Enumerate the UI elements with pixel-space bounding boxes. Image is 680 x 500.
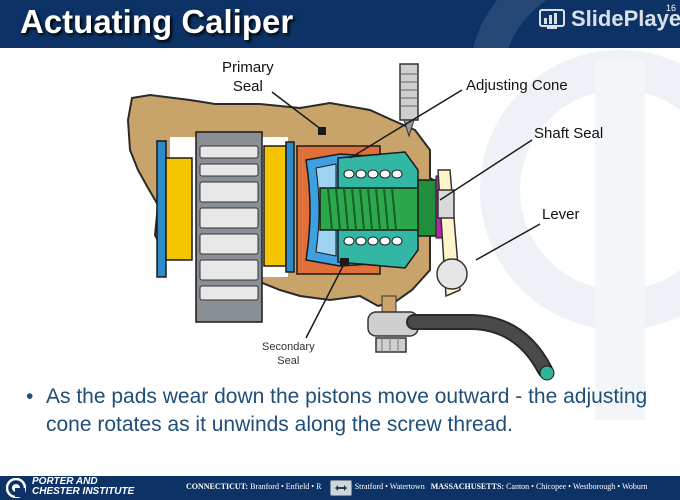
shaft-end — [417, 179, 439, 237]
slide-number: 16 — [665, 3, 676, 13]
connecticut-locations-a: Branford • Enfield • R — [250, 482, 322, 491]
company-name: PORTER AND CHESTER INSTITUTE — [32, 476, 135, 497]
massachusetts-label: MASSACHUSETTS: — [430, 482, 505, 491]
adjusting-cone-leader — [349, 89, 463, 159]
resize-icon[interactable] — [330, 480, 352, 496]
secondary-seal-label: Secondary Seal — [262, 341, 315, 367]
shaft-seal-label: Shaft Seal — [534, 125, 604, 142]
slide-title: Actuating Caliper — [20, 3, 294, 40]
right-brake-pad-backplate — [285, 141, 295, 273]
massachusetts-locations: Canton • Chicopee • Westborough • Woburn — [506, 482, 648, 491]
left-brake-pad — [165, 157, 193, 261]
primary-seal-label: Primary Seal — [222, 59, 274, 95]
caliper-diagram — [126, 63, 555, 381]
title-bar: Actuating Caliper SlidePlayer 16 — [0, 0, 680, 48]
connecticut-label: CONNECTICUT: — [186, 482, 249, 491]
connecticut-locations-b: ll • Stratford • Watertown — [343, 482, 425, 491]
shaft-seal-leader — [439, 139, 533, 201]
lever-bolt — [437, 189, 455, 219]
lever-label: Lever — [542, 206, 580, 223]
adjusting-cone-label: Adjusting Cone — [466, 77, 568, 94]
right-brake-pad — [263, 145, 287, 267]
primary-seal — [318, 127, 326, 135]
slideplayer-logo[interactable]: SlidePlayer — [539, 5, 680, 33]
bottom-fitting — [367, 295, 419, 353]
secondary-seal — [340, 258, 349, 266]
lever-ball — [436, 258, 468, 290]
secondary-seal-leader — [305, 263, 345, 339]
slideplayer-logo-text: SlidePlayer — [571, 6, 680, 31]
footer-locations: CONNECTICUT: Branford • Enfield • R ll • … — [186, 482, 648, 491]
footer-bar: PORTER AND CHESTER INSTITUTE CONNECTICUT… — [0, 476, 680, 500]
cable-end — [539, 365, 555, 381]
bullet-point: • As the pads wear down the pistons move… — [26, 383, 656, 439]
slideplayer-icon — [539, 8, 565, 30]
background-decoration — [480, 50, 680, 420]
porter-chester-logo-icon — [6, 478, 26, 498]
left-brake-pad-backplate — [156, 140, 167, 278]
resize-arrows-icon — [335, 485, 347, 491]
primary-seal-leader — [271, 91, 323, 131]
lever-leader — [475, 223, 541, 261]
bullet-marker: • — [26, 385, 34, 408]
bullet-text: As the pads wear down the pistons move o… — [46, 385, 648, 436]
